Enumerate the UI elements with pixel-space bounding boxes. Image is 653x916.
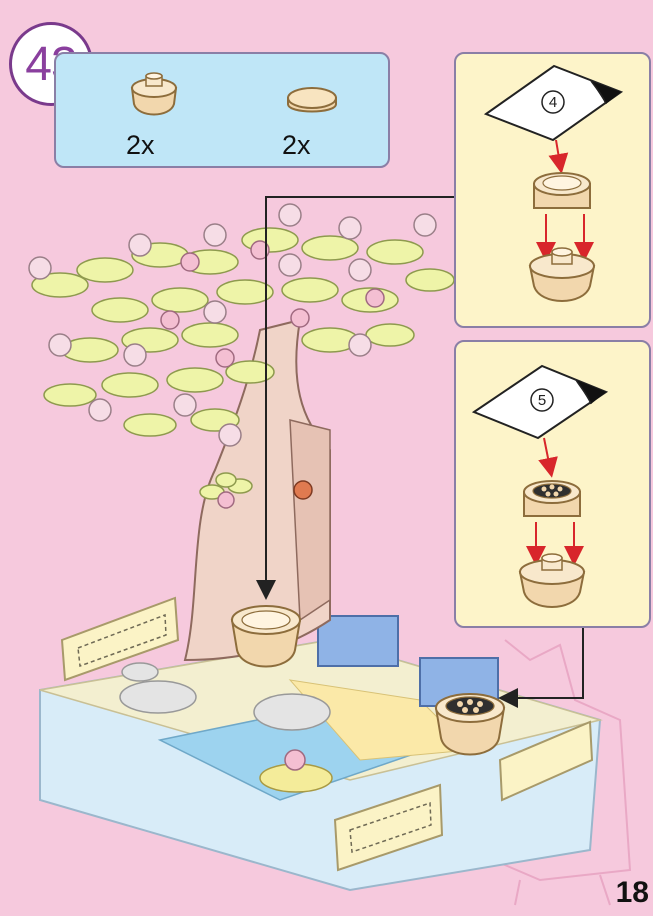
subassembly-4-illustration: 4 — [483, 64, 624, 302]
round-plate-5 — [518, 553, 586, 608]
tree-trunk — [183, 318, 331, 662]
subassembly-panel-4: 4 — [454, 52, 651, 328]
subassembly-panel-5: 5 — [454, 340, 651, 628]
connector-line-5 — [498, 628, 584, 708]
placed-bowl-4 — [230, 605, 302, 668]
page-number: 18 — [615, 876, 649, 909]
round-plate-4 — [528, 247, 596, 302]
round-plate-stud-icon — [130, 72, 178, 116]
tile-with-sticker-4 — [533, 172, 591, 209]
sticker-number-5: 5 — [538, 392, 546, 409]
round-tile-icon — [287, 87, 337, 113]
sticker-number-4: 4 — [549, 94, 557, 111]
part-quantity-1: 2x — [126, 130, 155, 160]
tree-canopy — [28, 203, 455, 447]
placed-bowl-5 — [434, 693, 506, 756]
base-plate — [39, 596, 603, 892]
subassembly-5-illustration: 5 — [471, 364, 609, 608]
connector-line-4 — [256, 196, 455, 600]
tile-with-sticker-5 — [523, 480, 581, 517]
part-quantity-2: 2x — [282, 130, 311, 160]
parts-list-panel: 2x 2x — [54, 52, 390, 168]
